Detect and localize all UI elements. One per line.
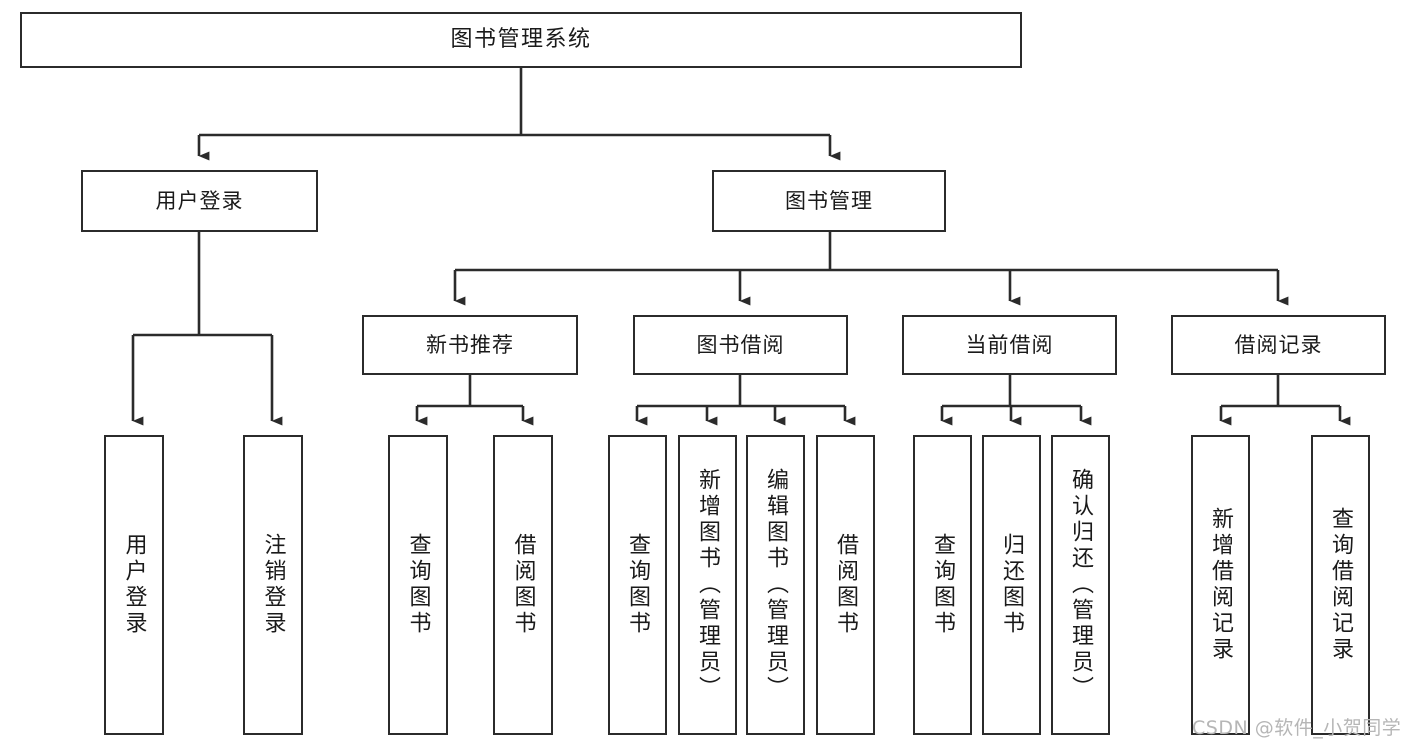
node-leaf-borrow-book-2-label: 借阅图书 — [833, 533, 859, 637]
node-book-borrow[interactable]: 图书借阅 — [633, 315, 848, 375]
node-leaf-user-login-label: 用户登录 — [121, 533, 147, 637]
node-leaf-return-book[interactable]: 归还图书 — [982, 435, 1041, 735]
node-leaf-add-record[interactable]: 新增借阅记录 — [1191, 435, 1250, 735]
node-user-login[interactable]: 用户登录 — [81, 170, 318, 232]
node-leaf-borrow-book-2[interactable]: 借阅图书 — [816, 435, 875, 735]
node-new-book-rec[interactable]: 新书推荐 — [362, 315, 578, 375]
node-leaf-borrow-book-1-label: 借阅图书 — [510, 533, 536, 637]
node-root-system-label: 图书管理系统 — [450, 27, 592, 53]
node-user-login-label: 用户登录 — [155, 188, 244, 213]
node-leaf-logout-login-label: 注销登录 — [260, 533, 286, 637]
node-leaf-add-record-label: 新增借阅记录 — [1208, 507, 1234, 663]
node-leaf-query-record-label: 查询借阅记录 — [1328, 507, 1354, 663]
node-leaf-borrow-book-1[interactable]: 借阅图书 — [493, 435, 553, 735]
node-leaf-edit-book-label: 编辑图书（管理员） — [763, 468, 789, 702]
node-leaf-confirm-return-label: 确认归还（管理员） — [1068, 468, 1094, 702]
node-leaf-query-record[interactable]: 查询借阅记录 — [1311, 435, 1370, 735]
node-book-borrow-label: 图书借阅 — [696, 332, 785, 357]
node-leaf-user-login[interactable]: 用户登录 — [104, 435, 164, 735]
node-leaf-return-book-label: 归还图书 — [999, 533, 1025, 637]
node-current-borrow-label: 当前借阅 — [965, 332, 1054, 357]
node-leaf-add-book-label: 新增图书（管理员） — [695, 468, 721, 702]
node-new-book-rec-label: 新书推荐 — [426, 332, 514, 357]
node-borrow-record-label: 借阅记录 — [1234, 332, 1323, 357]
node-leaf-query-book-1[interactable]: 查询图书 — [388, 435, 448, 735]
watermark-text: CSDN @软件_小贺同学 — [1192, 717, 1402, 739]
node-leaf-query-book-3[interactable]: 查询图书 — [913, 435, 972, 735]
node-borrow-record[interactable]: 借阅记录 — [1171, 315, 1386, 375]
node-book-manage[interactable]: 图书管理 — [712, 170, 946, 232]
node-leaf-add-book[interactable]: 新增图书（管理员） — [678, 435, 737, 735]
node-leaf-query-book-1-label: 查询图书 — [405, 533, 431, 637]
node-leaf-query-book-2-label: 查询图书 — [625, 533, 651, 637]
node-root-system[interactable]: 图书管理系统 — [20, 12, 1022, 68]
node-leaf-confirm-return[interactable]: 确认归还（管理员） — [1051, 435, 1110, 735]
node-leaf-edit-book[interactable]: 编辑图书（管理员） — [746, 435, 805, 735]
node-leaf-query-book-3-label: 查询图书 — [930, 533, 956, 637]
node-leaf-logout-login[interactable]: 注销登录 — [243, 435, 303, 735]
node-current-borrow[interactable]: 当前借阅 — [902, 315, 1117, 375]
node-leaf-query-book-2[interactable]: 查询图书 — [608, 435, 667, 735]
node-book-manage-label: 图书管理 — [785, 188, 873, 213]
